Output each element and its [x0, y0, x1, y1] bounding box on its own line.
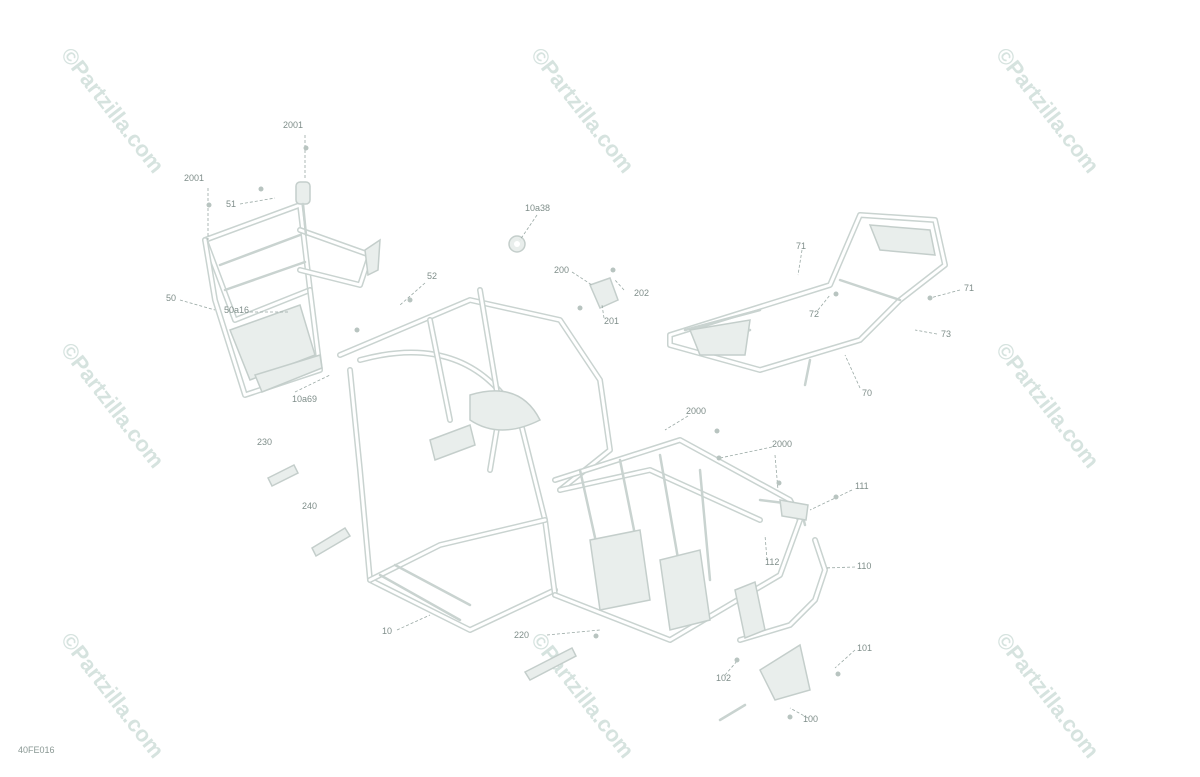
part-label-2001: 2001 [184, 173, 204, 183]
rear-rack [667, 212, 948, 387]
watermark: ©Partzilla.com [991, 43, 1104, 178]
watermark: ©Partzilla.com [526, 628, 639, 763]
part-label-10a69: 10a69 [292, 394, 317, 404]
watermark: ©Partzilla.com [526, 43, 639, 178]
part-label-100: 100 [803, 714, 818, 724]
watermark: ©Partzilla.com [56, 628, 169, 763]
watermark: ©Partzilla.com [56, 43, 169, 178]
drawing-code: 40FE016 [18, 745, 55, 755]
part-label-2000: 2000 [686, 406, 706, 416]
part-label-71: 71 [796, 241, 806, 251]
part-label-230: 230 [257, 437, 272, 447]
part-label-52: 52 [427, 271, 437, 281]
part-label-111: 111 [855, 481, 869, 491]
part-label-101: 101 [857, 643, 872, 653]
part-labels: 2001 2001 51 50 50a16 10a69 52 10a38 200… [166, 120, 974, 724]
part-label-71: 71 [964, 283, 974, 293]
part-label-240: 240 [302, 501, 317, 511]
part-label-102: 102 [716, 673, 731, 683]
part-label-112: 112 [765, 557, 779, 567]
part-label-2001: 2001 [283, 120, 303, 130]
part-label-70: 70 [862, 388, 872, 398]
part-label-200: 200 [554, 265, 569, 275]
part-label-220: 220 [514, 630, 529, 640]
watermarks: ©Partzilla.com ©Partzilla.com ©Partzilla… [56, 43, 1104, 763]
part-label-51: 51 [226, 199, 236, 209]
watermark: ©Partzilla.com [991, 338, 1104, 473]
leader-lines [179, 135, 961, 720]
part-label-73: 73 [941, 329, 951, 339]
part-label-2000: 2000 [772, 439, 792, 449]
watermark: ©Partzilla.com [991, 628, 1104, 763]
part-label-10a38: 10a38 [525, 203, 550, 213]
part-label-202: 202 [634, 288, 649, 298]
part-label-110: 110 [857, 561, 871, 571]
part-label-72: 72 [809, 309, 819, 319]
part-label-50a16: 50a16 [224, 305, 249, 315]
side-panels [266, 463, 578, 681]
part-label-50: 50 [166, 293, 176, 303]
main-frame [337, 287, 809, 643]
rear-parts [718, 537, 828, 722]
part-label-201: 201 [604, 316, 619, 326]
watermark: ©Partzilla.com [56, 338, 169, 473]
part-label-10: 10 [382, 626, 392, 636]
front-bumper-assembly [202, 181, 381, 398]
bracket-parts [508, 235, 619, 309]
